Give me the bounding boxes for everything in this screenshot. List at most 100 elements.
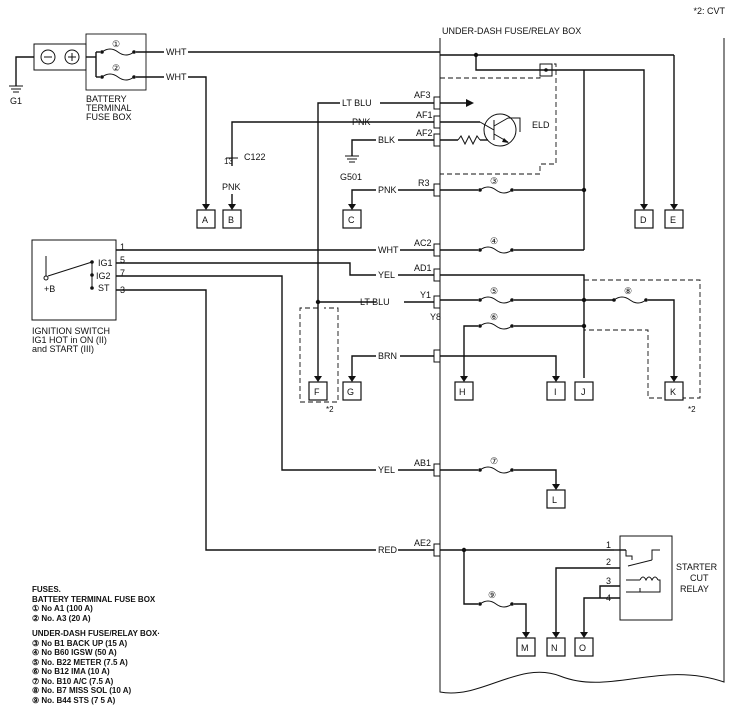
fuse-note-line: UNDER-DASH FUSE/RELAY BOX· (32, 629, 161, 638)
fuse-3-number: ③ (490, 176, 498, 186)
wire-pnk-af1: PNK AF1 13 C122 PNK (222, 110, 480, 210)
svg-text:G: G (347, 387, 354, 397)
wire-ig2-pin7: YEL AB1 ⑦ (116, 275, 560, 490)
svg-text:LT BLU: LT BLU (342, 98, 372, 108)
fuse-note-line: ① No A1 (100 A) (32, 604, 93, 613)
svg-text:WHT: WHT (166, 47, 187, 57)
fuse-6-circuit: ⑥ (460, 312, 584, 382)
svg-text:LT BLU: LT BLU (360, 297, 390, 307)
battery-fuse-box-label-3: FUSE BOX (86, 112, 132, 122)
svg-text:3: 3 (606, 576, 611, 586)
svg-text:RED: RED (378, 545, 398, 555)
fuse-note-line: ⑦ No. B10 A/C (7.5 A) (32, 676, 114, 686)
ground-g501-label: G501 (340, 172, 362, 182)
svg-text:AF1: AF1 (416, 110, 433, 120)
eld-label: ELD (532, 120, 550, 130)
svg-text:WHT: WHT (378, 245, 399, 255)
ignition-switch: IG1 IG2 ST +B 1 5 7 3 IGNITION SWITCH IG… (31, 239, 125, 354)
svg-text:AD1: AD1 (414, 263, 432, 273)
svg-text:CUT: CUT (690, 573, 709, 583)
connector-f: F (308, 381, 328, 401)
fuse-2-number: ② (112, 63, 120, 73)
svg-text:+B: +B (44, 284, 55, 294)
svg-text:J: J (581, 387, 586, 397)
svg-text:ST: ST (98, 283, 110, 293)
svg-text:O: O (579, 643, 586, 653)
battery-fuse-box-label-1: BATTERY (86, 94, 127, 104)
svg-text:YEL: YEL (378, 465, 395, 475)
svg-text:13: 13 (224, 157, 233, 166)
fuse-8-number: ⑧ (624, 286, 632, 296)
svg-text:RELAY: RELAY (680, 584, 709, 594)
svg-text:and START (III): and START (III) (32, 344, 94, 354)
connector-a: A (196, 209, 216, 229)
eld-dashed-region (440, 63, 557, 175)
svg-text:PNK: PNK (222, 182, 241, 192)
battery-terminal-fuse-box: ① ② BATTERY TERMINAL FUSE BOX (85, 33, 147, 122)
svg-text:IG1 HOT in ON (II): IG1 HOT in ON (II) (32, 335, 107, 345)
svg-text:YEL: YEL (378, 270, 395, 280)
cvt-note: *2: CVT (693, 6, 725, 16)
wire-lt-blu-y1: LT BLU Y1 ⑤ ⑧ Y8 (314, 286, 678, 382)
svg-text:*2: *2 (326, 405, 334, 414)
svg-text:2: 2 (606, 557, 611, 567)
fuse-note-line: ② No. A3 (20 A) (32, 613, 91, 623)
fuse-notes: FUSES. BATTERY TERMINAL FUSE BOX ① No A1… (32, 585, 160, 705)
terminal-y8-label: Y8 (430, 312, 441, 322)
wire-lt-blu-af3: LT BLU AF3 (317, 90, 474, 302)
svg-text:1: 1 (606, 540, 611, 550)
wire-blk-af2: BLK AF2 G501 (340, 128, 488, 182)
fuse-5-number: ⑤ (490, 286, 498, 296)
svg-text:AC2: AC2 (414, 238, 432, 248)
svg-text:Y1: Y1 (420, 290, 431, 300)
wire-yel-ad1: YEL AD1 (116, 262, 587, 378)
fuse-note-line: ⑧ No. B7 MISS SOL (10 A) (32, 686, 132, 695)
svg-text:A: A (202, 215, 208, 225)
under-dash-fuse-relay-box: UNDER-DASH FUSE/RELAY BOX (439, 26, 725, 694)
svg-text:B: B (228, 215, 234, 225)
svg-text:M: M (521, 643, 529, 653)
wire-st-pin3: RED AE2 ⑨ (116, 289, 614, 638)
fuse-note-line: ⑥ No B12 IMA (10 A) (32, 667, 110, 676)
svg-text:D: D (640, 215, 647, 225)
svg-text:C: C (348, 215, 355, 225)
fuse-4-number: ④ (490, 236, 498, 246)
svg-text:7: 7 (120, 268, 125, 278)
wire-wht-ac2: WHT AC2 ④ (116, 236, 584, 257)
svg-text:WHT: WHT (166, 72, 187, 82)
svg-text:R3: R3 (418, 178, 430, 188)
svg-text:I: I (554, 387, 557, 397)
connector-c: C (342, 209, 362, 229)
connector-i: I (546, 381, 566, 401)
svg-text:5: 5 (120, 255, 125, 265)
cvt-dashed-left: *2 (299, 307, 339, 414)
svg-text:PNK: PNK (352, 117, 371, 127)
ground-g1: G1 (9, 56, 34, 106)
svg-text:H: H (459, 387, 466, 397)
battery-fuse-box-label-2: TERMINAL (86, 103, 132, 113)
svg-text:K: K (670, 387, 676, 397)
svg-text:C122: C122 (244, 152, 266, 162)
svg-text:AF3: AF3 (414, 90, 431, 100)
starter-cut-relay: 1 2 3 4 STARTER CUT RELAY (552, 535, 718, 638)
wire-pnk-r3: PNK R3 ③ (348, 70, 587, 250)
fuse-note-line: FUSES. (32, 585, 61, 594)
svg-text:IG1: IG1 (98, 258, 113, 268)
connector-k: K (664, 381, 684, 401)
connector-g: G (342, 381, 362, 401)
svg-text:PNK: PNK (378, 185, 397, 195)
wire-wht-top: WHT (136, 47, 678, 210)
connector-o: O (574, 637, 594, 657)
connector-m: M (516, 637, 536, 657)
svg-text:AF2: AF2 (416, 128, 433, 138)
fuse-note-line: ③ No B1 BACK UP (15 A) (32, 638, 128, 648)
fuse-relay-box-title: UNDER-DASH FUSE/RELAY BOX (442, 26, 581, 36)
eld-transistor: ELD (479, 113, 550, 147)
svg-text:E: E (670, 215, 676, 225)
svg-text:L: L (552, 495, 557, 505)
connector-l: L (546, 489, 566, 509)
ground-g1-label: G1 (10, 96, 22, 106)
svg-text:N: N (551, 643, 558, 653)
connector-b: B (222, 209, 242, 229)
